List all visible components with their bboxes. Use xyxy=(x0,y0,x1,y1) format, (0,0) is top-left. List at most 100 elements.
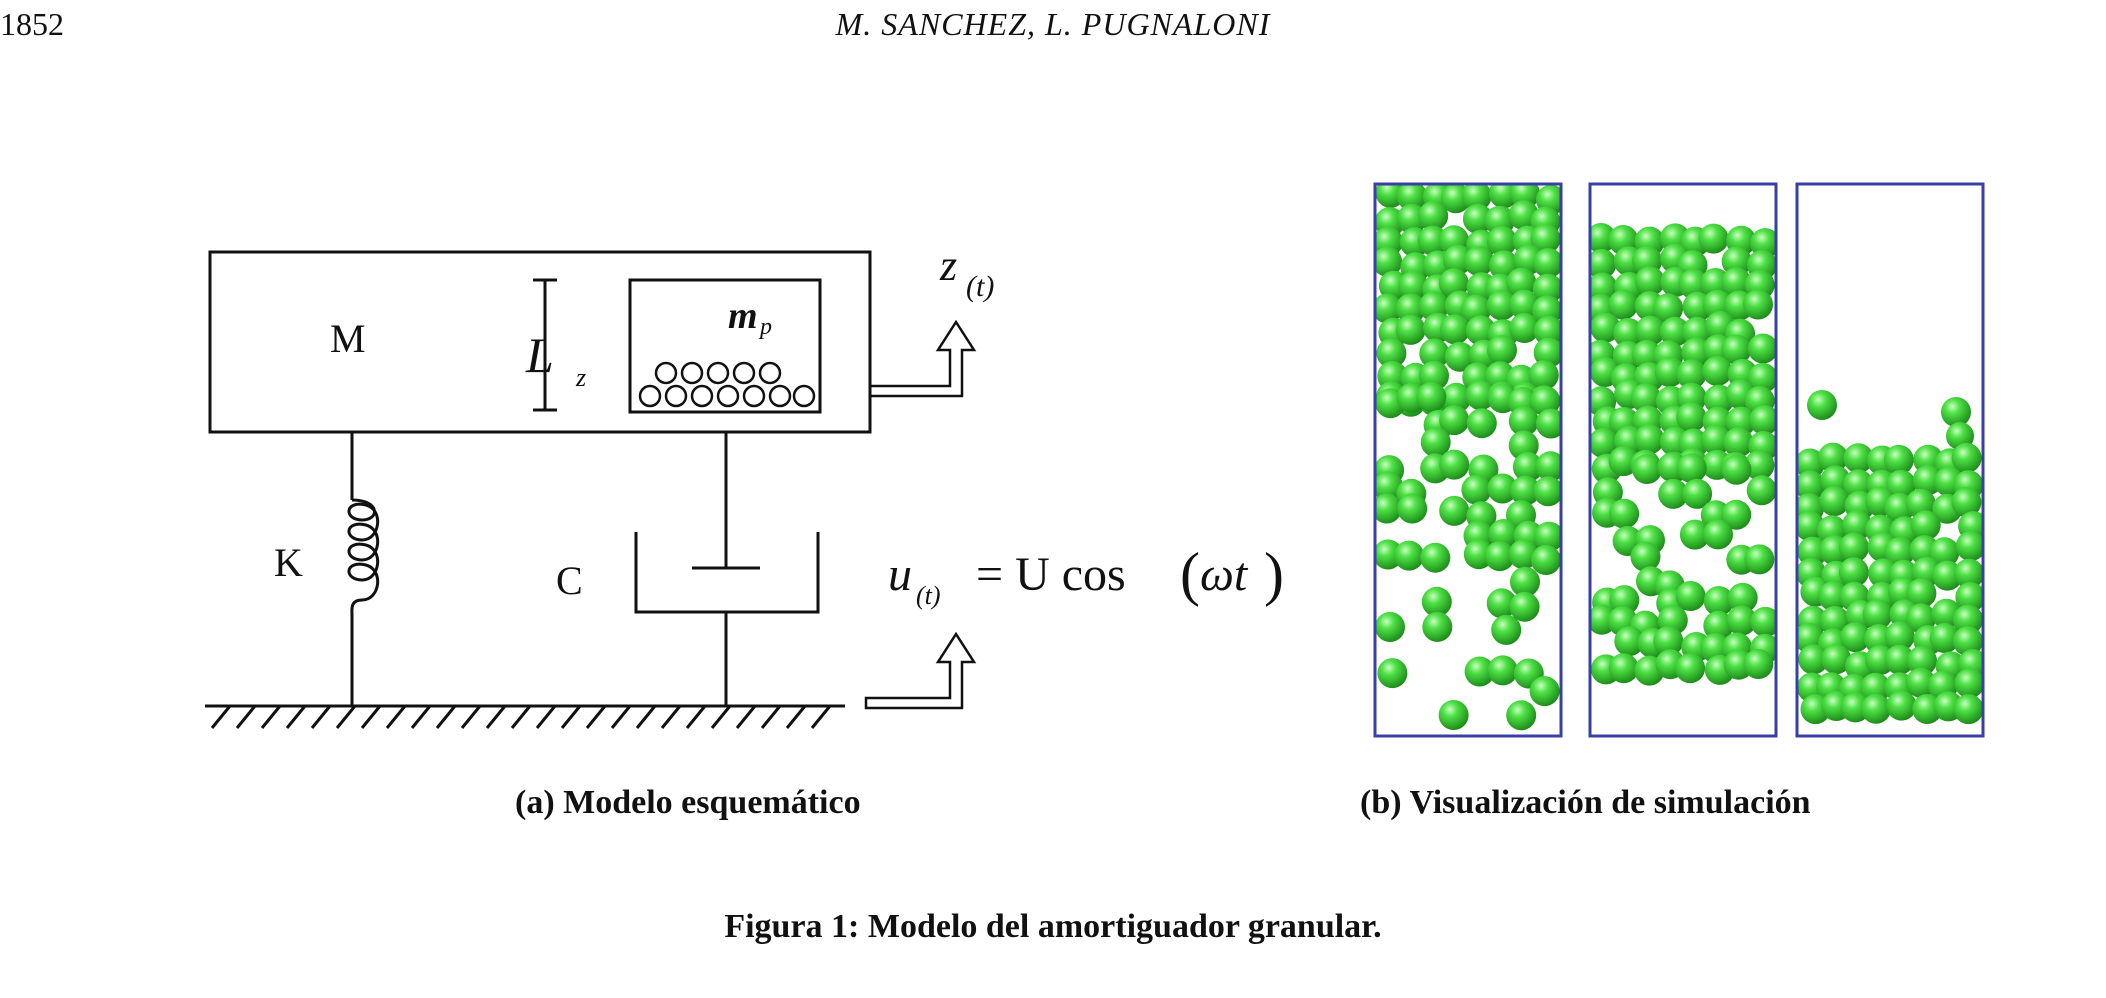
input-arg-open: ( xyxy=(1180,541,1200,607)
particle xyxy=(1484,541,1515,572)
particle xyxy=(1675,653,1706,684)
particle xyxy=(1744,450,1775,481)
particle xyxy=(1747,333,1776,364)
particle xyxy=(1860,672,1891,703)
input-arg: ωt xyxy=(1200,548,1249,601)
particle xyxy=(1653,293,1684,324)
particle xyxy=(1508,539,1539,570)
simulation-frame-2-particles xyxy=(1590,223,1776,686)
particle xyxy=(1461,185,1492,211)
particle xyxy=(1509,313,1540,343)
simulation-frames xyxy=(1373,182,1985,738)
particle xyxy=(1421,586,1452,617)
particle xyxy=(1375,293,1403,324)
simulation-frame-1-particles xyxy=(1375,185,1561,731)
height-subscript: z xyxy=(575,363,586,392)
particle xyxy=(1439,405,1470,436)
particle xyxy=(1798,644,1829,675)
height-bracket xyxy=(533,278,557,412)
particle xyxy=(1886,690,1917,721)
particle xyxy=(1884,621,1915,652)
particle xyxy=(1861,693,1891,724)
particle xyxy=(1465,380,1496,411)
particle xyxy=(1912,465,1943,496)
input-arg-close: ) xyxy=(1264,541,1284,607)
particle xyxy=(1703,586,1734,617)
particle xyxy=(1886,469,1917,500)
particle xyxy=(1630,541,1661,572)
particle xyxy=(1420,542,1451,573)
particle xyxy=(1797,448,1825,479)
particle xyxy=(1376,338,1407,369)
particle xyxy=(1743,289,1773,320)
particle xyxy=(1509,289,1540,320)
particle xyxy=(1676,402,1707,433)
particle xyxy=(1395,293,1426,324)
particle xyxy=(1613,318,1644,348)
particle xyxy=(1842,510,1873,541)
particle xyxy=(1929,537,1960,568)
page-number: 1852 xyxy=(0,6,64,42)
particle xyxy=(1535,451,1561,482)
particle xyxy=(1461,474,1492,505)
spring-label: K xyxy=(274,540,303,585)
particle xyxy=(1590,248,1617,279)
particle xyxy=(1907,645,1937,676)
spring xyxy=(347,432,380,706)
particle xyxy=(1721,454,1752,485)
particle xyxy=(1951,442,1982,473)
input-lhs: u xyxy=(888,548,912,601)
particle xyxy=(1444,341,1475,372)
particle xyxy=(1883,444,1914,475)
height-label: L xyxy=(525,327,554,383)
particle xyxy=(1422,611,1453,642)
particle xyxy=(1398,270,1429,301)
particle xyxy=(1438,700,1469,730)
particle xyxy=(1487,335,1517,366)
damper-label: C xyxy=(556,558,583,603)
particle xyxy=(1416,382,1447,412)
particle xyxy=(1726,605,1757,636)
schematic-labels: M L z m p K C z (t) u (t) = U cos ( ωt ) xyxy=(274,241,1284,610)
particle xyxy=(1744,544,1775,575)
particle xyxy=(1653,626,1684,657)
particle xyxy=(1951,487,1982,518)
particle xyxy=(1955,582,1983,612)
particle xyxy=(1721,334,1752,365)
particle xyxy=(1818,581,1849,612)
particle xyxy=(1682,478,1713,509)
particle xyxy=(1635,315,1666,346)
caption-a: (a) Modelo esquemático xyxy=(515,784,861,821)
mass-block xyxy=(208,250,872,434)
particle xyxy=(1838,532,1869,563)
particle xyxy=(1676,453,1707,484)
particle xyxy=(1512,452,1543,482)
particle xyxy=(1609,498,1640,529)
particle xyxy=(1634,266,1665,297)
particle xyxy=(1491,614,1522,645)
particle xyxy=(1418,200,1449,231)
particle xyxy=(1487,473,1518,504)
figure-caption: Figura 1: Modelo del amortiguador granul… xyxy=(724,908,1382,945)
particle xyxy=(1905,667,1936,698)
particle xyxy=(1375,493,1402,524)
particle xyxy=(1746,475,1776,506)
particle xyxy=(1510,475,1541,506)
particle xyxy=(1530,386,1561,416)
container-particles xyxy=(638,361,816,408)
particle xyxy=(1678,269,1709,299)
particle xyxy=(1698,223,1729,254)
particle xyxy=(1703,519,1733,550)
particle xyxy=(1509,591,1540,622)
particle xyxy=(1631,339,1662,370)
particle xyxy=(1530,223,1561,254)
particle xyxy=(1510,566,1540,597)
particle xyxy=(1955,531,1983,561)
particle xyxy=(1819,606,1850,636)
particle xyxy=(1608,653,1639,684)
simulation-frame-2 xyxy=(1588,182,1778,738)
particle xyxy=(1797,470,1826,501)
particle xyxy=(1702,356,1733,386)
particle xyxy=(1531,545,1561,575)
